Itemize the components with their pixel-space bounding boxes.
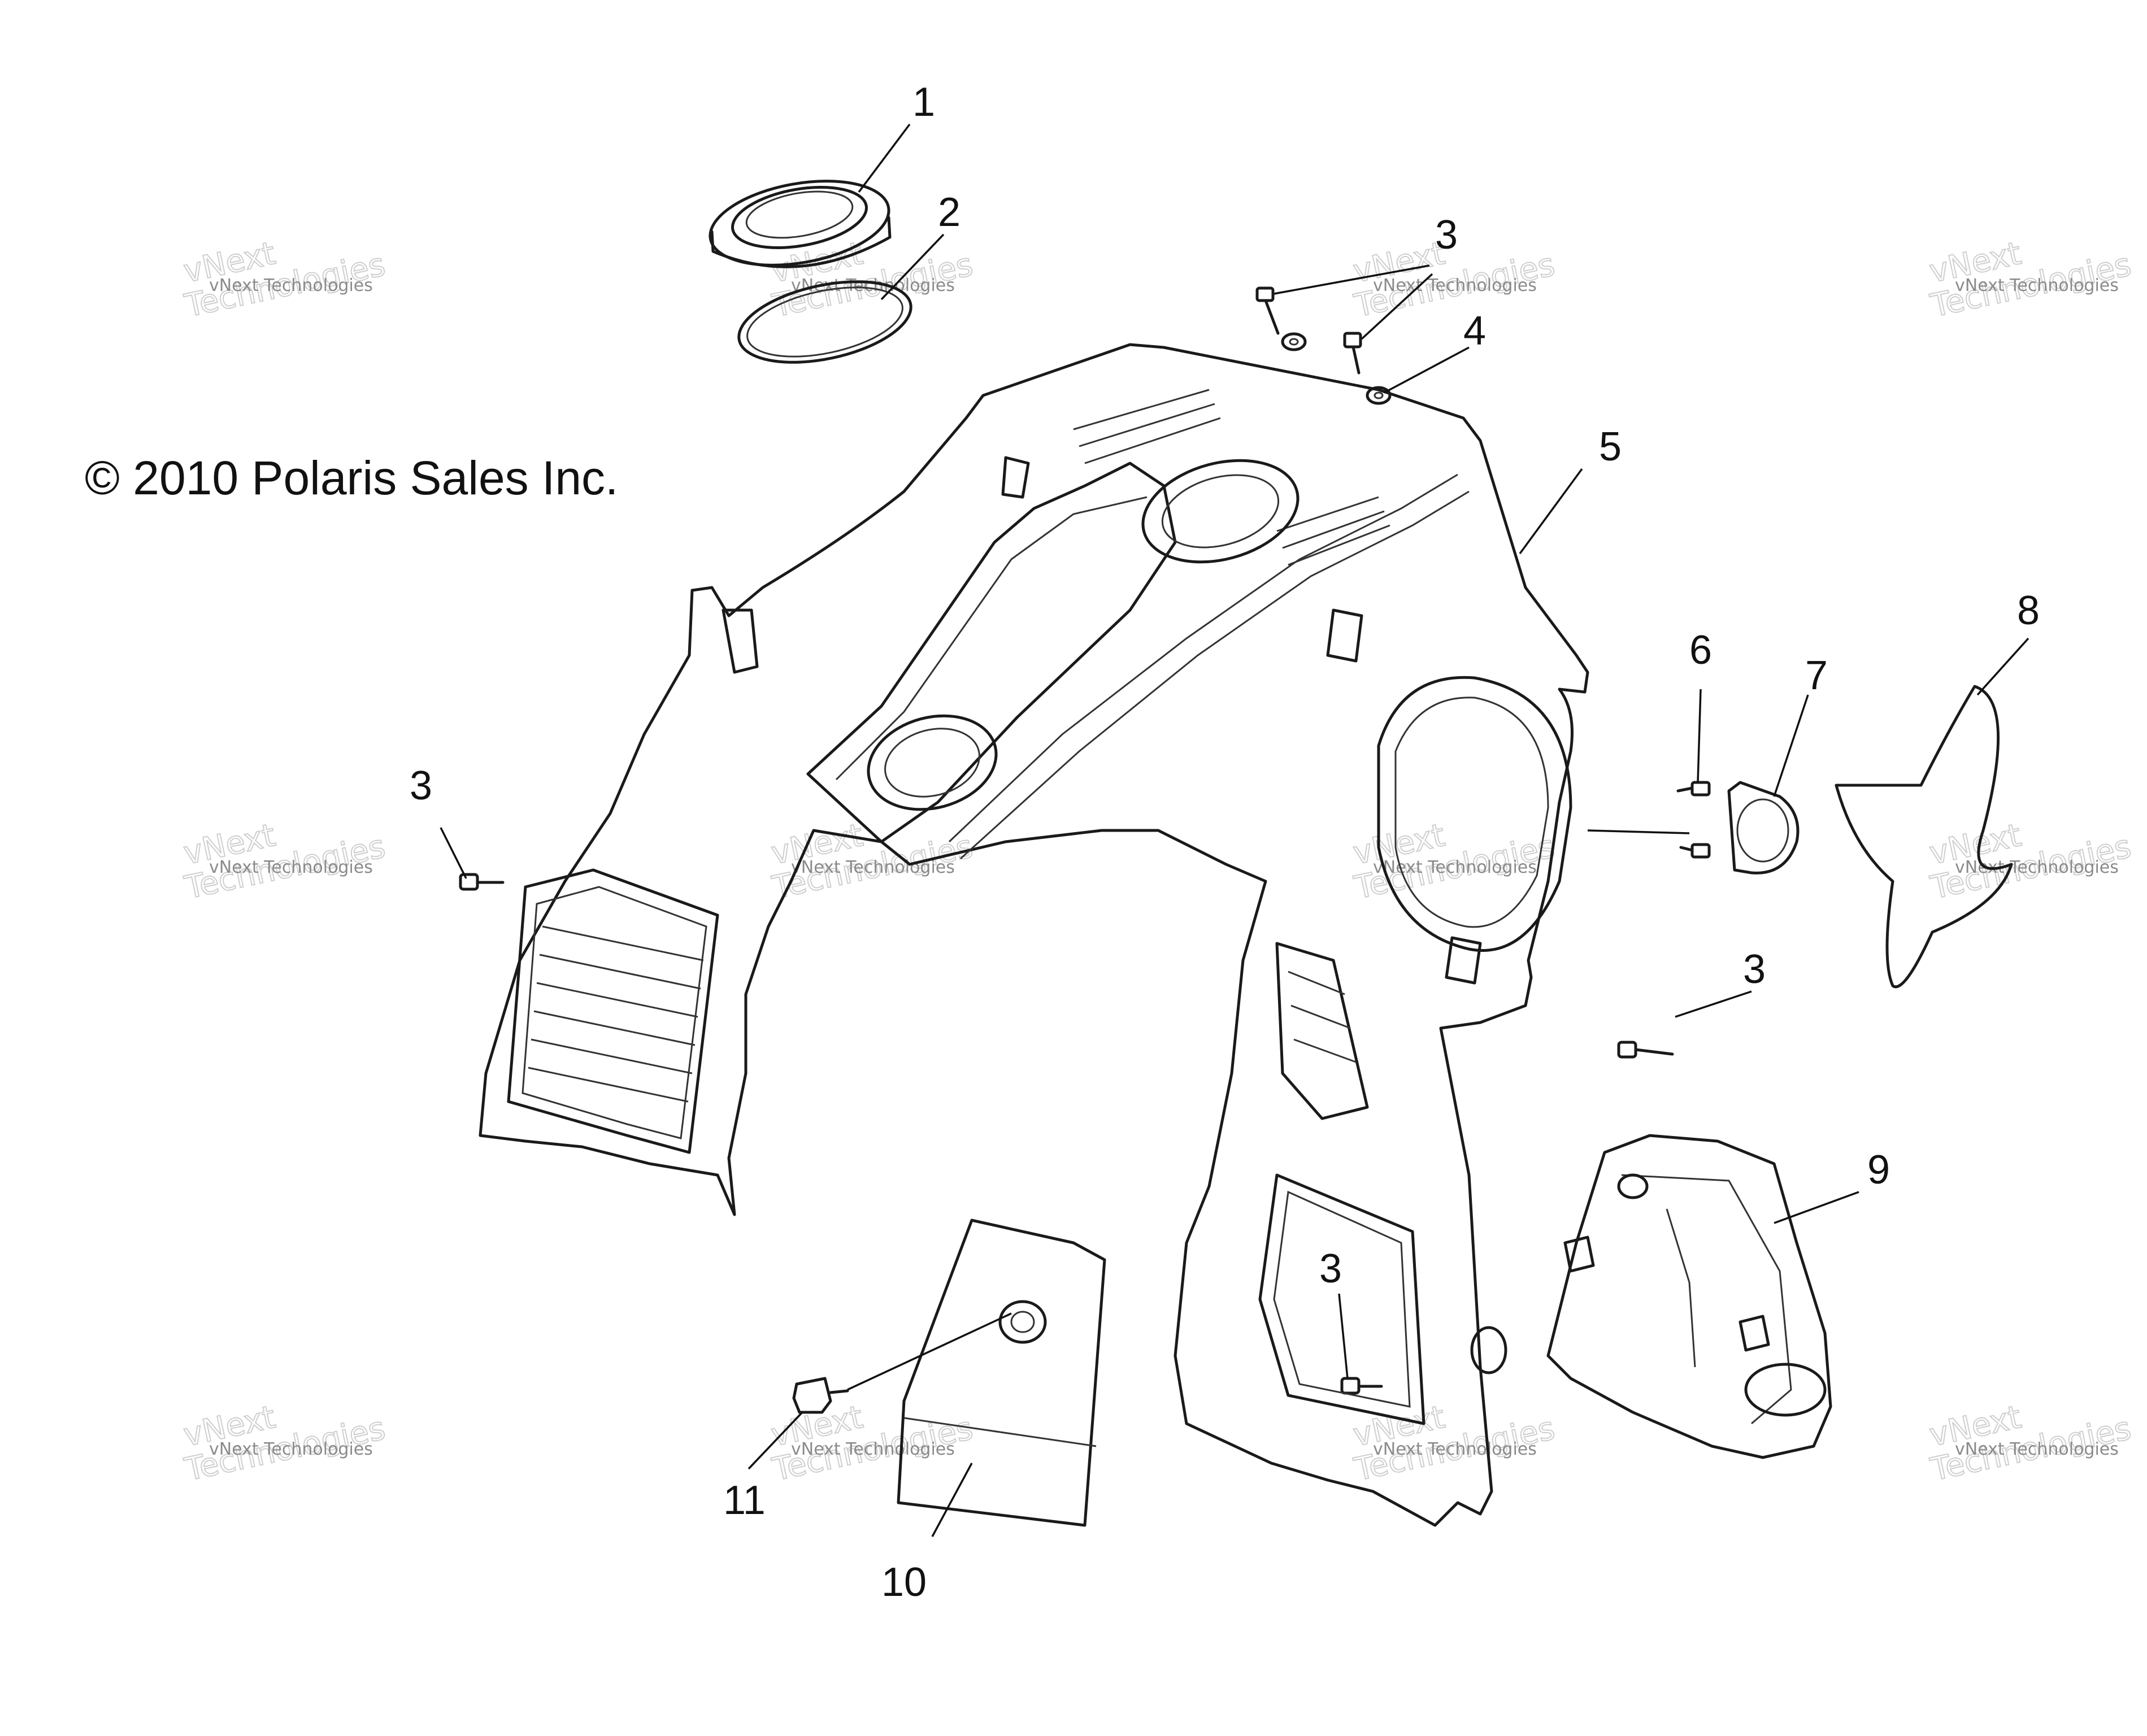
watermark-text: vNext Technologies [209,1439,373,1459]
watermark-top-left: vNext Technologies [180,234,389,325]
part-9-side-cover [1546,1134,1832,1459]
part-1-fuel-cap [709,180,892,268]
watermark-text: vNext Technologies [1955,858,2119,877]
callout-1: 1 [912,80,935,125]
callout-7: 7 [1805,653,1828,698]
copyright-text: © 2010 Polaris Sales Inc. [85,451,618,504]
screw-left [459,873,505,891]
callout-11: 11 [723,1478,766,1523]
part-8-decal [1835,685,2013,989]
screw-bottom-center [1340,1377,1383,1395]
watermark-text: vNext Technologies [209,858,373,877]
watermarks: vNext Technologies vNext Technologies vN… [180,234,2135,1489]
leader-lines [440,123,2029,1537]
screw-right [1617,1041,1674,1059]
watermark-text: vNext Technologies [1955,276,2119,295]
watermark-text: vNext Technologies [209,276,373,295]
callout-3-left: 3 [410,763,432,808]
watermark-bottom-left: vNext Technologies [180,1398,389,1489]
watermark-mid-center-right: vNext Technologies [1349,816,1558,907]
screw-top-left [1255,286,1280,335]
watermark-text: vNext Technologies [1373,1439,1537,1459]
part-5-hood [479,343,1589,1527]
callout-3-right: 3 [1743,947,1766,992]
watermark-mid-center: vNext Technologies [767,816,976,907]
callout-10: 10 [881,1560,927,1605]
part-10-access-panel [897,1219,1106,1527]
watermark-text: vNext Technologies [1955,1439,2119,1459]
callout-3-bottom: 3 [1319,1246,1342,1291]
callout-2: 2 [938,190,960,235]
callout-5: 5 [1599,424,1622,469]
part-2-o-ring [737,280,912,364]
callout-9: 9 [1867,1147,1890,1193]
callouts: 1 2 3 4 5 6 7 8 9 10 11 3 3 3 [410,80,2040,1605]
part-6-rivets [1676,781,1711,859]
callout-8: 8 [2017,588,2040,633]
watermark-bottom-right: vNext Technologies [1926,1398,2135,1489]
part-7-latch [1727,781,1800,874]
watermark-top-right: vNext Technologies [1926,234,2135,325]
callout-6: 6 [1689,628,1712,673]
watermark-mid-right: vNext Technologies [1926,816,2135,907]
washer-top-left [1281,332,1307,351]
watermark-mid-left: vNext Technologies [180,816,389,907]
callout-4: 4 [1463,308,1486,354]
callout-3: 3 [1435,212,1458,258]
washer-top-right [1366,386,1392,405]
screw-top-right [1343,332,1362,375]
watermark-text: vNext Technologies [1373,276,1537,295]
watermark-bottom-center-right: vNext Technologies [1349,1398,1558,1489]
part-11-fastener [792,1377,849,1414]
watermark-text: vNext Technologies [791,1439,955,1459]
